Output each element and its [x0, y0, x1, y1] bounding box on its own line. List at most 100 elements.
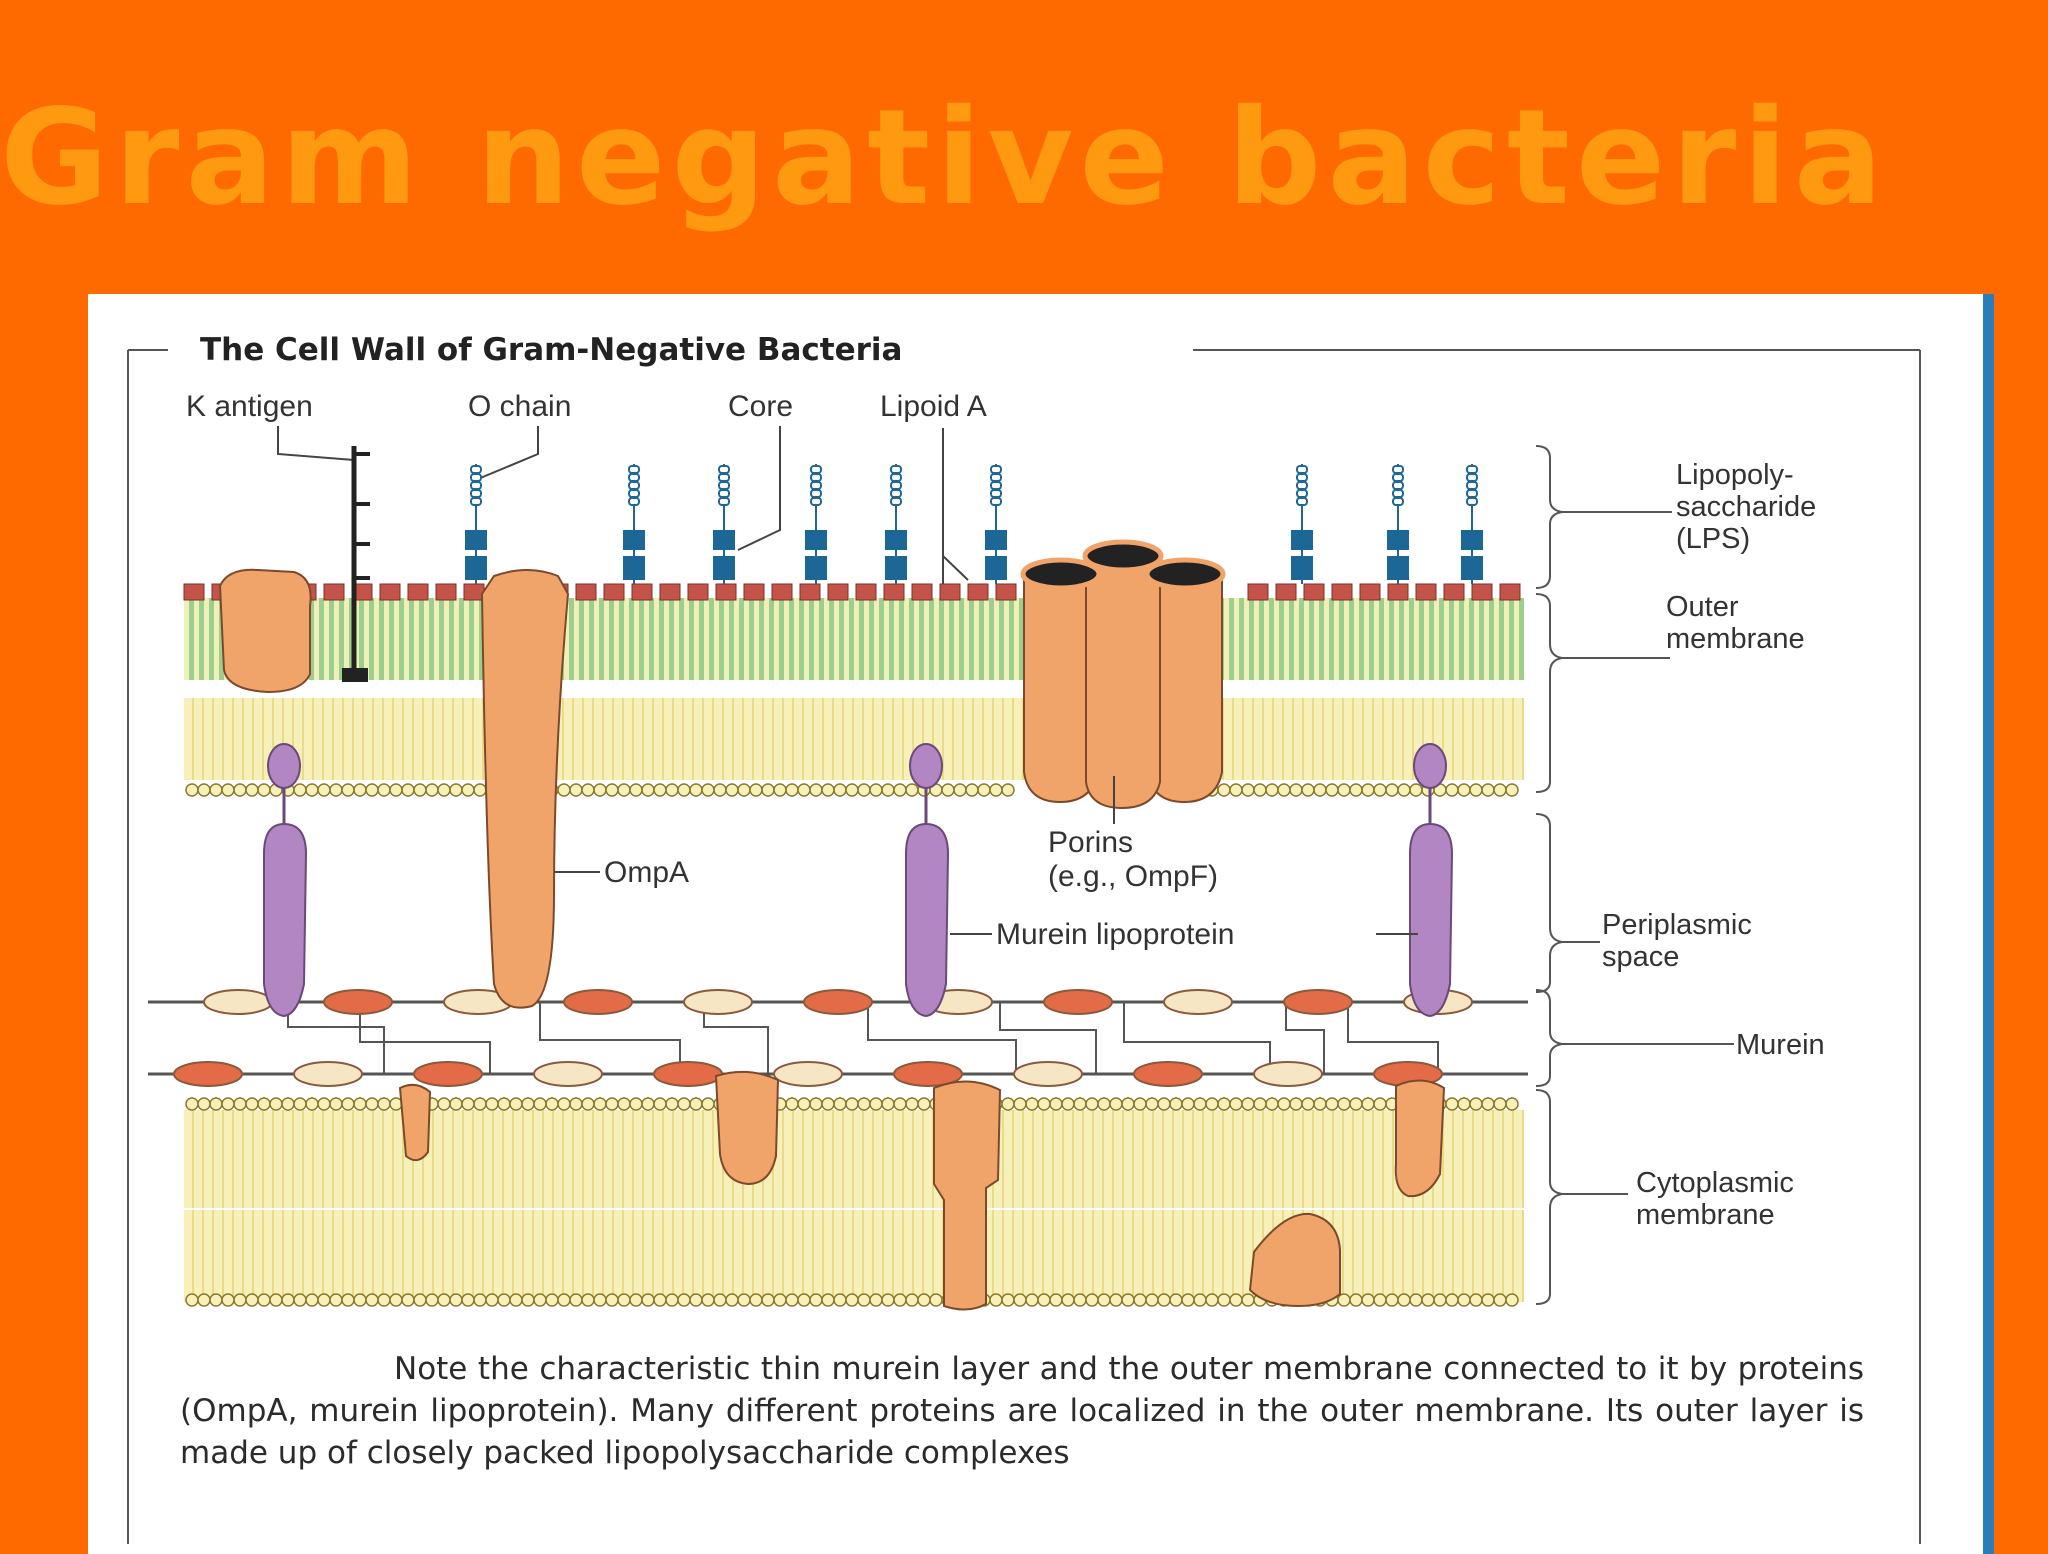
lipid-head [1361, 1293, 1375, 1307]
lipid-head [665, 783, 679, 797]
lipid-head [689, 1097, 703, 1111]
lipid-head [1133, 1293, 1147, 1307]
lipid-head [401, 783, 415, 797]
lipid-head [641, 1293, 655, 1307]
lps-headgroup [827, 583, 849, 601]
lipid-head [917, 1293, 931, 1307]
lipid-head [977, 783, 991, 797]
lipid-head [785, 1293, 799, 1307]
lipid-head [1061, 1293, 1075, 1307]
lipid-head [725, 783, 739, 797]
lipid-head [413, 1293, 427, 1307]
outer-membrane-outer-leaflet [184, 598, 1524, 680]
lipid-head [569, 1097, 583, 1111]
lipid-head [221, 783, 235, 797]
lipid-head [1217, 1097, 1231, 1111]
lipid-head [1397, 783, 1411, 797]
lipid-head [833, 1293, 847, 1307]
label-cytoplasmic-line2: membrane [1636, 1199, 1775, 1231]
lipid-head [677, 1097, 691, 1111]
lipid-head [197, 1293, 211, 1307]
lps-molecule [713, 464, 735, 584]
murein-unit [413, 1061, 483, 1087]
lipid-head [1049, 1293, 1063, 1307]
lipid-head [1493, 783, 1507, 797]
lipid-head [485, 1097, 499, 1111]
lipid-head [317, 1293, 331, 1307]
lipid-head [485, 1293, 499, 1307]
lipid-head [1493, 1097, 1507, 1111]
lps-molecule [1291, 464, 1313, 584]
lipid-head [425, 1293, 439, 1307]
cytoplasmic-membrane-proteins [398, 1070, 1446, 1311]
lipid-head [281, 1293, 295, 1307]
murein-unit [1133, 1061, 1203, 1087]
lipid-head [581, 1097, 595, 1111]
lipid-head [509, 1097, 523, 1111]
lipid-head [737, 783, 751, 797]
lps-headgroups [183, 583, 1521, 601]
lipid-head [881, 1097, 895, 1111]
lps-molecule [623, 464, 645, 584]
label-porins-line1: Porins [1048, 826, 1133, 859]
lps-headgroup [743, 583, 765, 601]
lps-headgroup [183, 583, 205, 601]
lps-headgroup [995, 583, 1017, 601]
lipid-head [1445, 1293, 1459, 1307]
lipid-head [341, 1097, 355, 1111]
murein-unit [173, 1061, 243, 1087]
cytoplasmic-membrane-upper-leaflet [184, 1110, 1524, 1208]
lps-headgroup [1499, 583, 1521, 601]
lipid-head [701, 1097, 715, 1111]
lipid-head [545, 1097, 559, 1111]
lipid-head [929, 1293, 943, 1307]
lipid-head [665, 1293, 679, 1307]
lipid-head [1457, 783, 1471, 797]
label-lps-line2: saccharide [1676, 491, 1816, 523]
lipid-head [1385, 1293, 1399, 1307]
lipid-head [1373, 1293, 1387, 1307]
lipid-head [1241, 783, 1255, 797]
cytoplasmic-membrane-beads [185, 1097, 1519, 1307]
lipid-head [461, 1097, 475, 1111]
lipid-head [1145, 1097, 1159, 1111]
figure-caption: Note the characteristic thin murein laye… [180, 1351, 1864, 1471]
lipid-head [1289, 1097, 1303, 1111]
murein-lipoprotein [905, 743, 950, 1018]
lps-headgroup [323, 583, 345, 601]
lps-headgroup [575, 583, 597, 601]
lipid-head [569, 1293, 583, 1307]
slide-title: Gram negative bacteria [0, 81, 1889, 235]
lipid-head [1385, 783, 1399, 797]
lipid-head [329, 1293, 343, 1307]
lipid-head [557, 1293, 571, 1307]
lipid-head [1289, 783, 1303, 797]
label-murein-lipoprotein: Murein lipoprotein [996, 918, 1234, 951]
lipid-head [1157, 1293, 1171, 1307]
lps-molecule [805, 464, 827, 584]
lipid-head [317, 1097, 331, 1111]
murein-lipoprotein [263, 743, 308, 1018]
lipid-head [677, 1293, 691, 1307]
layer-braces [1535, 445, 1563, 1305]
lipid-head [725, 1293, 739, 1307]
lipid-head [1265, 1097, 1279, 1111]
lipid-head [917, 1097, 931, 1111]
lipid-head [845, 1097, 859, 1111]
lipid-head [641, 783, 655, 797]
lipid-head [617, 783, 631, 797]
lipid-head [1313, 783, 1327, 797]
outer-membrane-protein [218, 568, 312, 694]
lipid-head [425, 783, 439, 797]
lipid-head [653, 783, 667, 797]
lipid-head [617, 1097, 631, 1111]
lipid-head [185, 1293, 199, 1307]
lipid-head [545, 1293, 559, 1307]
lipid-head [1013, 1293, 1027, 1307]
lps-molecule [1461, 464, 1483, 584]
lipid-head [329, 783, 343, 797]
lipid-head [629, 1097, 643, 1111]
lipid-head [557, 1097, 571, 1111]
lipid-head [1469, 1097, 1483, 1111]
lipid-head [593, 1293, 607, 1307]
